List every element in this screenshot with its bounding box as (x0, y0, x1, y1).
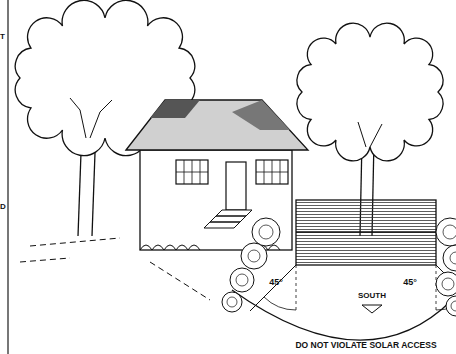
shrub-leaf (236, 274, 248, 286)
solar-arc (232, 290, 452, 340)
house-door (226, 162, 246, 210)
south-reference (296, 265, 436, 310)
window-mullion (176, 160, 208, 184)
angle-label: 45° (269, 278, 283, 287)
roof-shade (232, 100, 290, 130)
page-border (7, 0, 9, 354)
tree-branches (70, 98, 112, 138)
shrub-leaf (442, 278, 454, 290)
shrub-leaf (259, 225, 273, 239)
shrub-leaf (248, 250, 260, 262)
shrub-group (222, 218, 456, 316)
plan-building (296, 200, 436, 265)
shrub-leaf (443, 225, 456, 239)
direction-label: SOUTH (358, 292, 386, 300)
note-text: DO NOT VIOLATE SOLAR ACCESS (295, 341, 436, 350)
shrub (252, 218, 280, 246)
south-arrow (362, 305, 382, 313)
shrub-leaf (227, 297, 237, 307)
house-window (256, 160, 288, 184)
shrub-leaf (450, 252, 456, 264)
shrub (230, 268, 254, 292)
shrub (446, 296, 456, 316)
house-wall (140, 150, 292, 250)
roof-shade (150, 100, 200, 118)
shrub (241, 243, 267, 269)
tree-branches (358, 122, 382, 147)
cut-off-letter: T (0, 33, 5, 41)
ground-line (20, 238, 210, 300)
shrub (443, 245, 456, 271)
house-steps (204, 210, 252, 228)
window-mullion (256, 160, 288, 184)
tree-canopy (297, 23, 443, 161)
angle-label: 45° (403, 278, 417, 287)
cut-off-letter: D (0, 203, 6, 211)
shrub-leaf (451, 301, 456, 311)
house-window (176, 160, 208, 184)
shrub-detail (227, 225, 456, 311)
roof-ridge (296, 231, 436, 232)
house-roof (126, 100, 308, 150)
shrub (222, 292, 242, 312)
shrub (436, 272, 456, 296)
shrub (436, 218, 456, 246)
